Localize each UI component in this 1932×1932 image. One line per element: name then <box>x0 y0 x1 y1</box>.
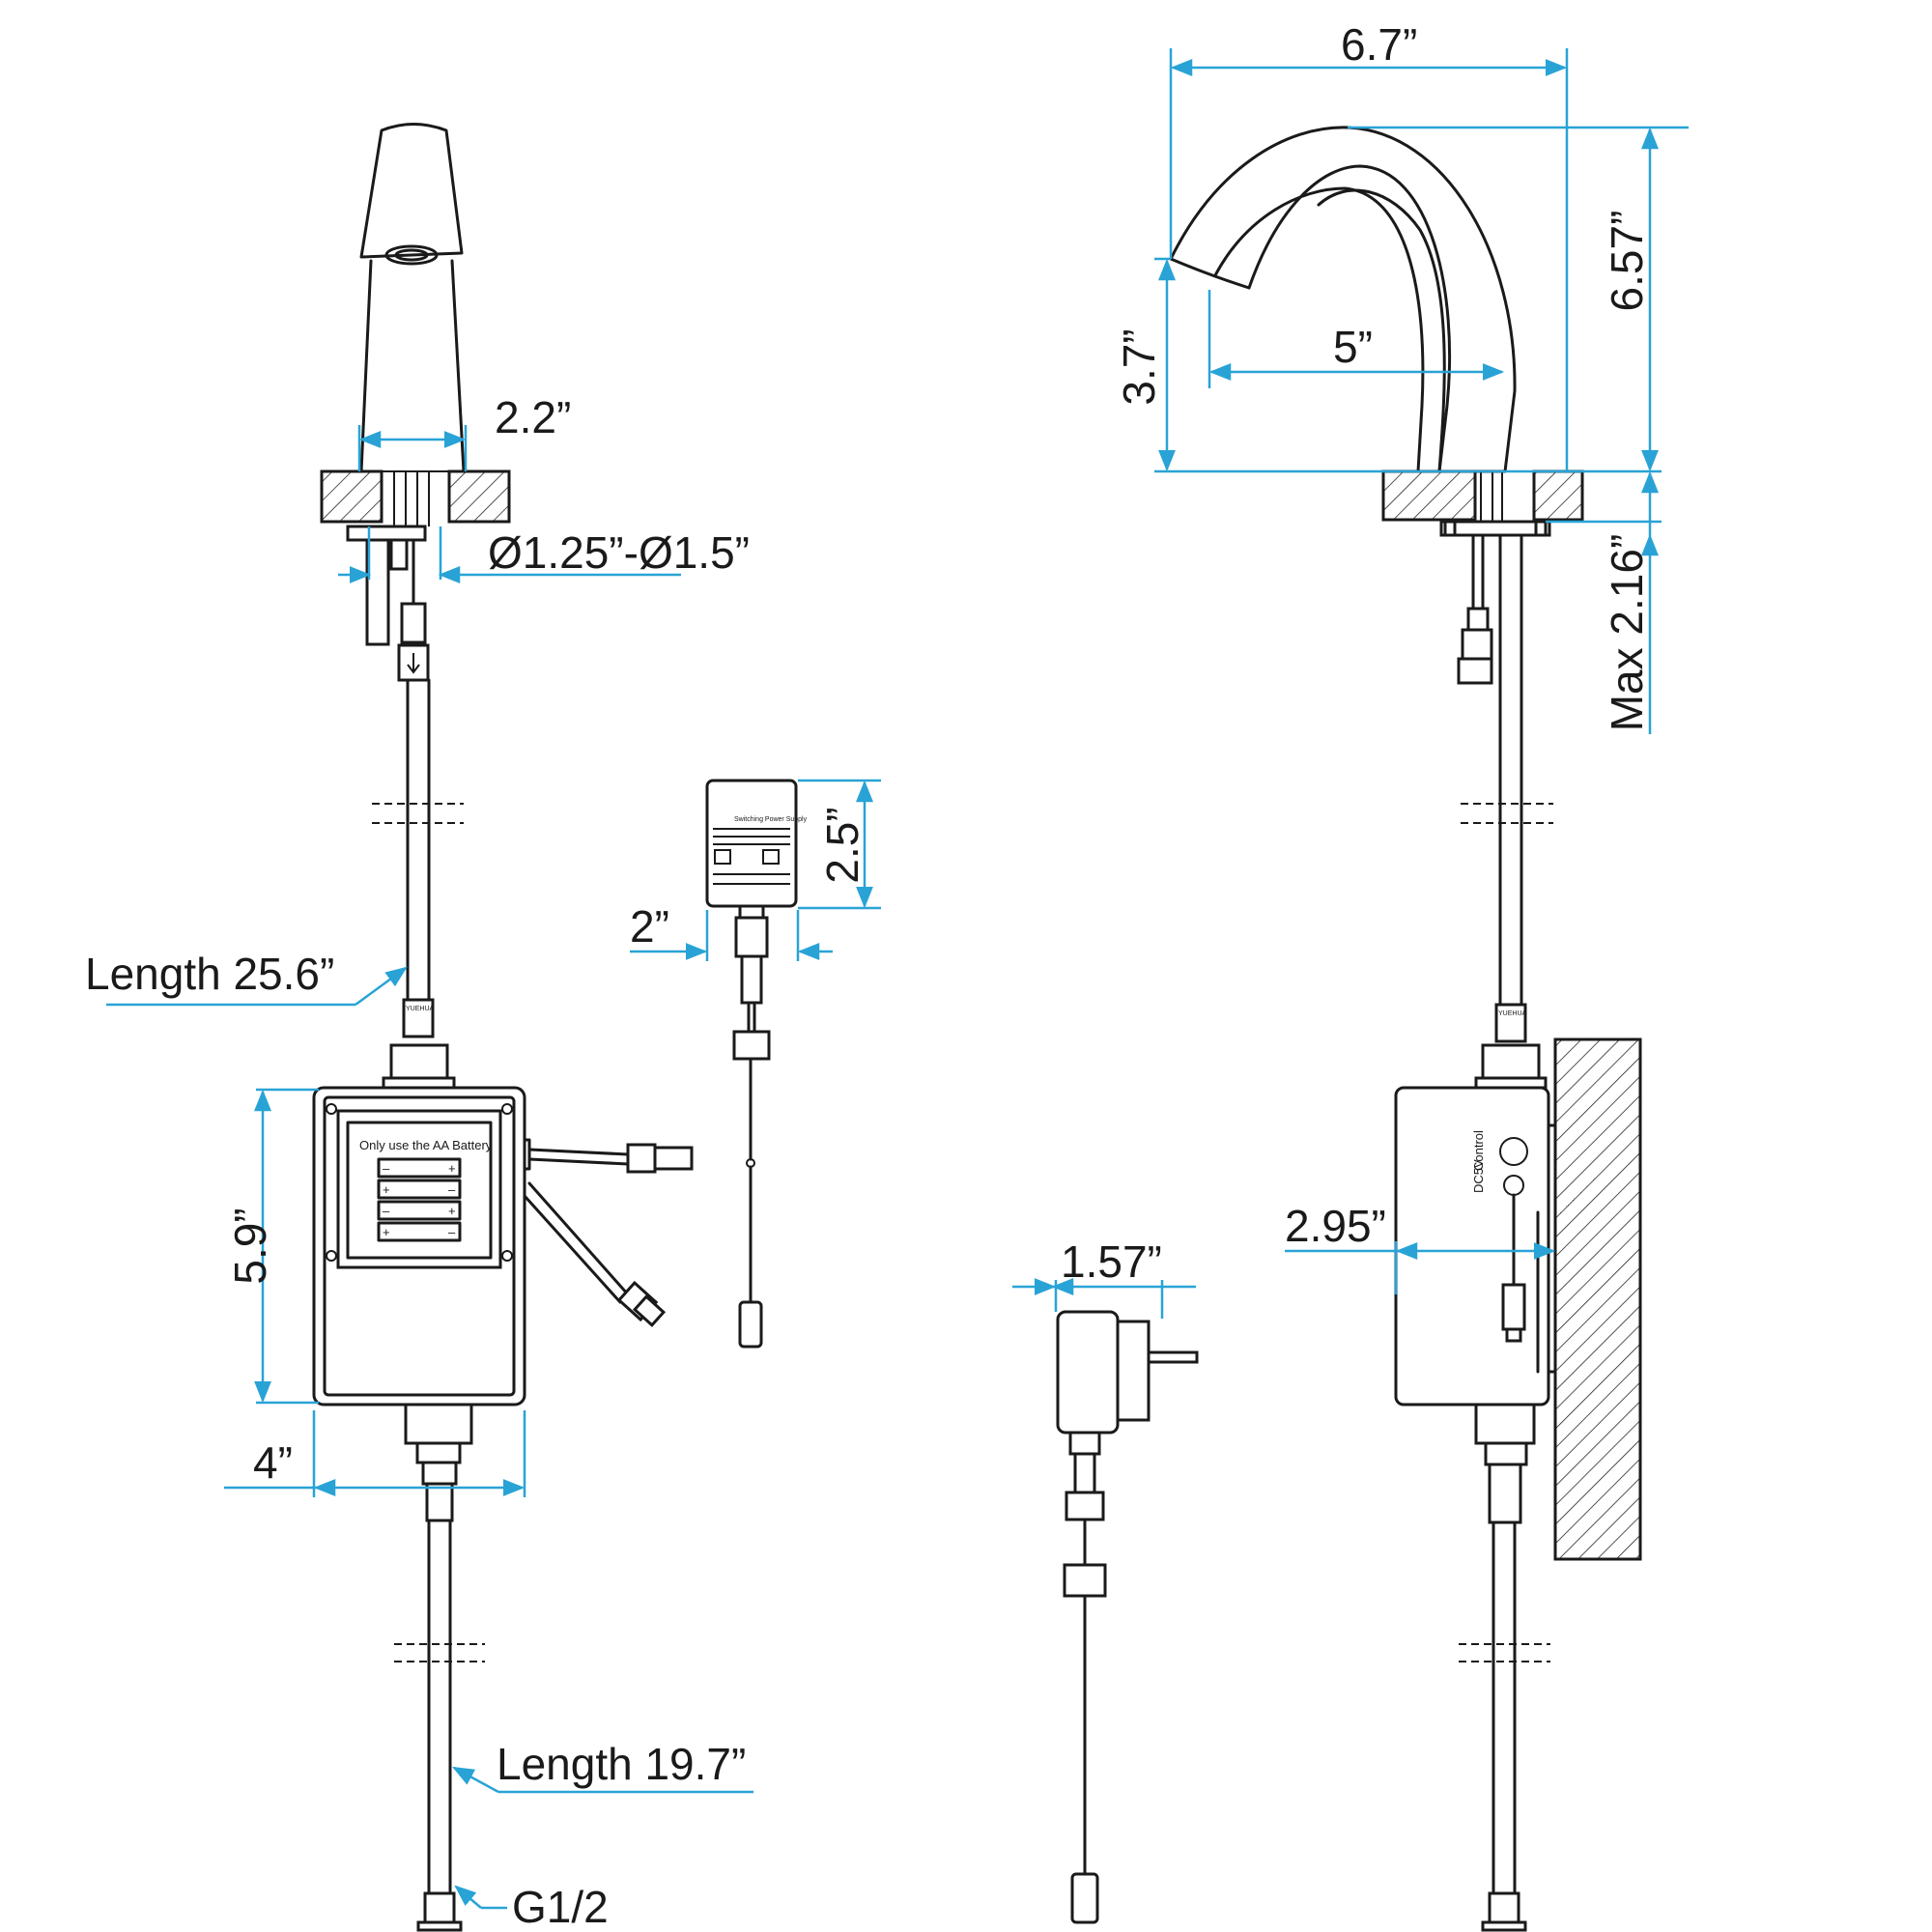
dim-spout-reach: 5” <box>1333 322 1373 372</box>
dim-adapter-width: 2” <box>630 901 669 952</box>
dim-box-width: 4” <box>253 1437 293 1488</box>
svg-text:–: – <box>448 1182 456 1197</box>
svg-text:+: + <box>448 1204 456 1218</box>
dimension-labels: 2.2” Ø1.25”-Ø1.5” Length 25.6” 5.9” 4” L… <box>85 19 1652 1932</box>
plug-adapter <box>1056 1310 1199 1924</box>
front-deck-section <box>320 469 511 526</box>
svg-text:+: + <box>383 1225 390 1239</box>
dim-box-height: 5.9” <box>225 1208 275 1284</box>
front-view-faucet <box>359 123 466 473</box>
dim-inlet-hose-length: Length 25.6” <box>85 949 334 999</box>
battery-minus: – <box>383 1161 390 1176</box>
dim-spout-height: 6.57” <box>1602 211 1652 312</box>
side-view-faucet <box>1169 126 1517 473</box>
box-port-2: Control <box>1471 1130 1486 1171</box>
dim-outlet-hose-length: Length 19.7” <box>497 1739 746 1789</box>
svg-text:–: – <box>448 1225 456 1239</box>
dim-reach-total: 6.7” <box>1341 19 1417 70</box>
power-adapter: Switching Power Supply <box>705 779 808 1349</box>
box-port-1: DC5V <box>1471 1159 1486 1193</box>
dim-max-deck: Max 2.16” <box>1602 534 1652 732</box>
battery-notice: Only use the AA Battery <box>359 1138 493 1152</box>
control-box-front: Only use the AA Battery – + + – – + + – <box>312 1043 694 1522</box>
side-mounting-hardware: YUEHUA <box>1457 533 1553 1043</box>
dim-adapter-height: 2.5” <box>817 807 867 883</box>
dimension-lines <box>106 48 1689 1910</box>
dim-spout-width: 2.2” <box>495 392 571 442</box>
side-wall-section <box>1553 1037 1642 1561</box>
front-mounting-hardware <box>346 525 430 682</box>
outlet-hose-lower <box>394 1519 485 1932</box>
svg-text:–: – <box>383 1204 390 1218</box>
side-deck-section <box>1381 469 1584 537</box>
inlet-hose-upper: YUEHUA <box>372 678 464 1038</box>
dim-outlet-height: 3.7” <box>1114 328 1164 405</box>
svg-text:+: + <box>383 1182 390 1197</box>
battery-plus: + <box>448 1161 456 1176</box>
dim-hole-diameter: Ø1.25”-Ø1.5” <box>488 527 750 578</box>
control-box-side: DC5V Control <box>1394 1043 1557 1932</box>
adapter-title: Switching Power Supply <box>734 816 808 823</box>
dim-thread: G1/2 <box>512 1882 609 1932</box>
svg-text:YUEHUA: YUEHUA <box>1498 1010 1527 1017</box>
dim-box-depth: 2.95” <box>1285 1201 1386 1251</box>
dim-plug-depth: 1.57” <box>1061 1236 1162 1287</box>
svg-text:YUEHUA: YUEHUA <box>406 1006 435 1012</box>
